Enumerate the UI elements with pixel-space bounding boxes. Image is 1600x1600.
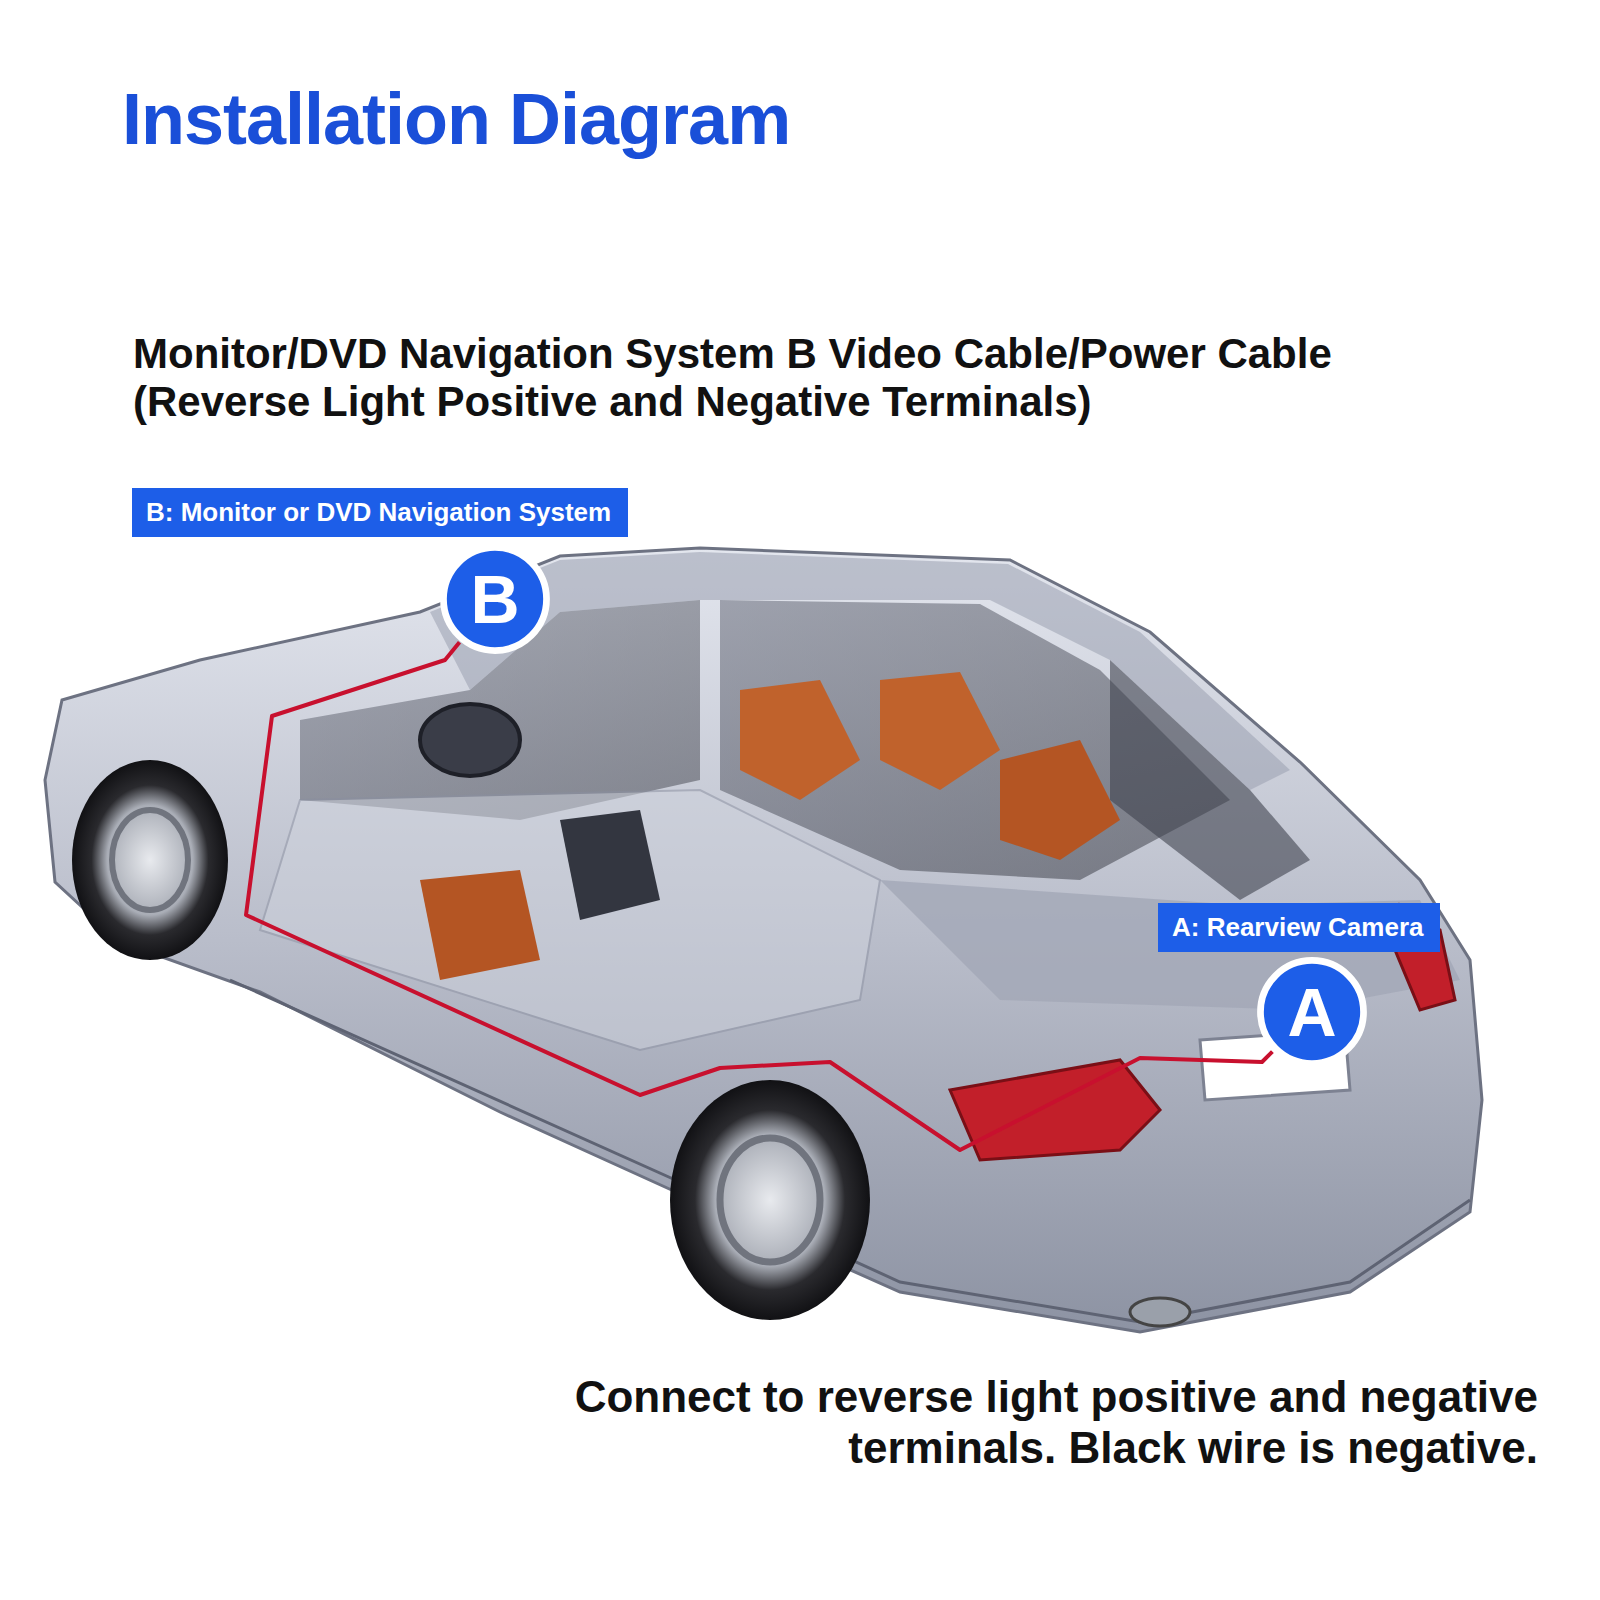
tag-text: A: Rearview Camera xyxy=(1172,912,1423,943)
wire-cable xyxy=(246,642,1272,1150)
label-tag: A: Rearview Camera xyxy=(1158,903,1440,952)
seats xyxy=(420,672,1120,980)
car-body xyxy=(45,548,1482,1332)
callout-letter: A xyxy=(1256,956,1368,1068)
wheels xyxy=(72,760,870,1320)
callout-circle: B xyxy=(439,543,551,655)
diagram-title: Installation Diagram xyxy=(122,78,790,160)
tag-text: B: Monitor or DVD Navigation System xyxy=(146,497,611,528)
label-tag: B: Monitor or DVD Navigation System xyxy=(132,488,628,537)
callout-letter: B xyxy=(439,543,551,655)
note-text: Monitor/DVD Navigation System B Video Ca… xyxy=(133,330,1513,427)
callout-circle: A xyxy=(1256,956,1368,1068)
note-text: Connect to reverse light positive and ne… xyxy=(418,1372,1538,1473)
